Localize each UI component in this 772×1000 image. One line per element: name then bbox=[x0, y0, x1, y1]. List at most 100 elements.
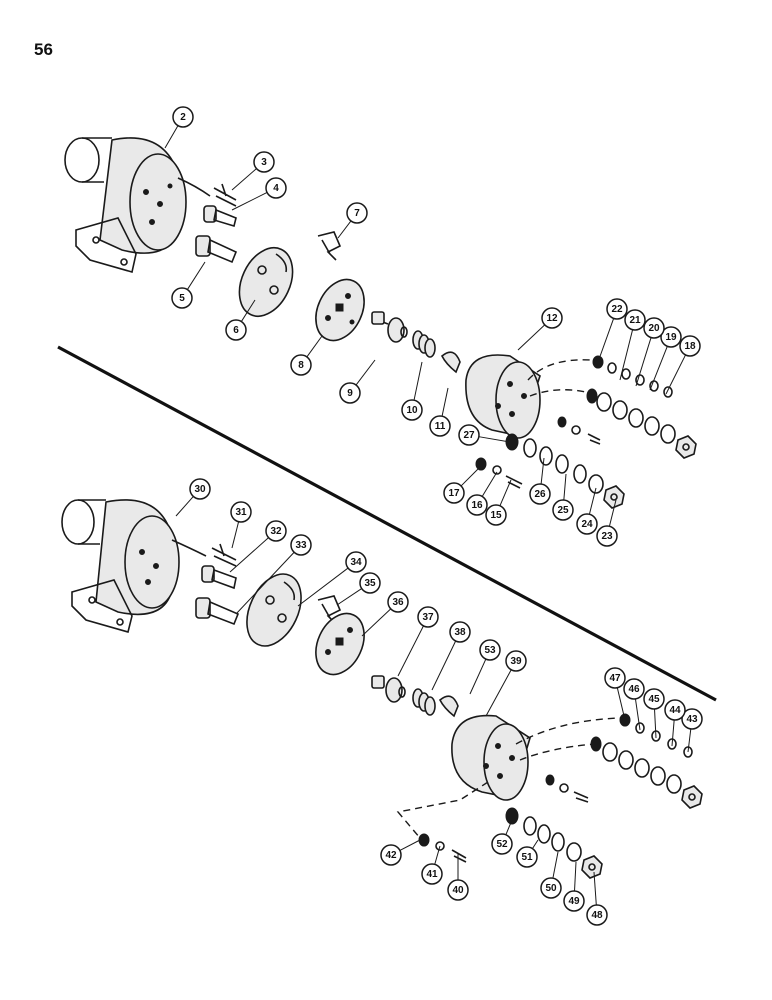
callout-leader-line bbox=[563, 473, 567, 501]
callout-leader-line bbox=[441, 387, 449, 417]
callout-number: 44 bbox=[669, 705, 681, 716]
callout-number: 2 bbox=[180, 112, 186, 123]
callout-circle bbox=[623, 678, 645, 700]
callout-circle bbox=[447, 879, 469, 901]
callout-15: 15 bbox=[485, 479, 512, 526]
retainer-upper bbox=[441, 351, 461, 374]
callout-circle bbox=[429, 415, 451, 437]
callout-number: 24 bbox=[581, 519, 593, 530]
callout-leader-line bbox=[235, 551, 295, 615]
callout-number: 43 bbox=[686, 714, 698, 725]
callout-21: 21 bbox=[619, 309, 646, 381]
callout-leader-line bbox=[532, 839, 539, 849]
callout-circle bbox=[189, 478, 211, 500]
callout-42: 42 bbox=[380, 839, 421, 866]
callout-30: 30 bbox=[175, 478, 211, 517]
hardware-stack-upper-bottom bbox=[505, 433, 625, 509]
callout-leader-line bbox=[517, 324, 546, 351]
callout-number: 17 bbox=[448, 488, 460, 499]
callout-25: 25 bbox=[552, 473, 574, 521]
hardware-stack-lower-large bbox=[590, 736, 703, 809]
callout-circle bbox=[458, 424, 480, 446]
callout-leader-line bbox=[434, 845, 441, 865]
callout-circle bbox=[529, 483, 551, 505]
callout-number: 25 bbox=[557, 505, 569, 516]
callout-leader-line bbox=[588, 487, 597, 515]
callout-circle bbox=[443, 482, 465, 504]
callout-number: 53 bbox=[484, 645, 496, 656]
callout-leader-line bbox=[240, 299, 256, 322]
terminal-screw-upper bbox=[213, 183, 237, 207]
callout-5: 5 bbox=[171, 261, 206, 309]
callout-leader-line bbox=[399, 839, 421, 851]
callout-6: 6 bbox=[225, 299, 256, 341]
callout-24: 24 bbox=[576, 487, 598, 535]
callout-leader-line bbox=[175, 496, 194, 517]
callout-number: 7 bbox=[354, 208, 360, 219]
callout-number: 47 bbox=[609, 673, 621, 684]
callout-circle bbox=[421, 863, 443, 885]
callout-circle bbox=[265, 520, 287, 542]
callout-45: 45 bbox=[643, 688, 665, 739]
section-divider-line bbox=[57, 345, 717, 702]
lower-assembly bbox=[61, 499, 703, 879]
callout-leader-line bbox=[593, 871, 597, 906]
cap-housing-upper bbox=[465, 354, 541, 439]
callout-circle bbox=[596, 525, 618, 547]
callout-leader-line bbox=[469, 658, 487, 695]
callout-leader-line bbox=[460, 465, 482, 487]
callout-leader-line bbox=[231, 192, 268, 211]
callout-circle bbox=[606, 298, 628, 320]
routing-dashed-line-lower-3 bbox=[396, 781, 489, 839]
callout-number: 12 bbox=[546, 313, 558, 324]
callout-circle bbox=[563, 890, 585, 912]
retainer-lower bbox=[439, 695, 459, 718]
callout-leader-line bbox=[505, 819, 513, 835]
callout-circle bbox=[172, 106, 194, 128]
insulator-plate-lower bbox=[246, 573, 302, 647]
callout-50: 50 bbox=[540, 851, 562, 899]
hardware-stack-upper-middle bbox=[557, 416, 601, 445]
callout-number: 16 bbox=[471, 500, 483, 511]
callout-number: 36 bbox=[392, 597, 404, 608]
callout-circle bbox=[552, 499, 574, 521]
callout-43: 43 bbox=[681, 708, 703, 753]
hardware-stack-upper-small bbox=[592, 355, 673, 398]
solenoid-body-upper bbox=[64, 137, 211, 274]
callout-36: 36 bbox=[361, 591, 409, 637]
callout-circle bbox=[171, 287, 193, 309]
callout-19: 19 bbox=[649, 326, 682, 391]
callout-number: 40 bbox=[452, 885, 464, 896]
callout-number: 9 bbox=[347, 388, 353, 399]
callout-circle bbox=[345, 551, 367, 573]
callout-leader-line bbox=[665, 354, 686, 395]
callout-number: 20 bbox=[648, 323, 660, 334]
callout-20: 20 bbox=[635, 317, 665, 387]
callout-leader-line bbox=[499, 479, 512, 507]
callout-leader-line bbox=[597, 318, 615, 363]
spring-upper bbox=[412, 330, 436, 358]
callout-circle bbox=[346, 202, 368, 224]
page-number: 56 bbox=[34, 40, 53, 59]
callout-circle bbox=[505, 650, 527, 672]
callout-circle bbox=[401, 399, 423, 421]
contact-disc-upper bbox=[315, 278, 365, 342]
callout-leader-line bbox=[231, 168, 257, 191]
contact-disc-lower bbox=[315, 612, 365, 676]
cap-housing-lower bbox=[451, 714, 531, 801]
hardware-stack-lower-bottom bbox=[505, 807, 603, 879]
callout-12: 12 bbox=[517, 307, 563, 351]
callout-circle bbox=[604, 667, 626, 689]
callout-49: 49 bbox=[563, 861, 585, 912]
callout-circle bbox=[466, 494, 488, 516]
terminal-stud-small-lower bbox=[201, 565, 237, 590]
callout-7: 7 bbox=[337, 202, 368, 239]
callout-31: 31 bbox=[230, 501, 252, 549]
callout-leader-line bbox=[616, 687, 626, 721]
callout-number: 41 bbox=[426, 869, 438, 880]
callout-22: 22 bbox=[597, 298, 628, 363]
callout-leader-line bbox=[608, 499, 617, 527]
callout-number: 30 bbox=[194, 484, 206, 495]
callout-leader-line bbox=[355, 359, 376, 386]
